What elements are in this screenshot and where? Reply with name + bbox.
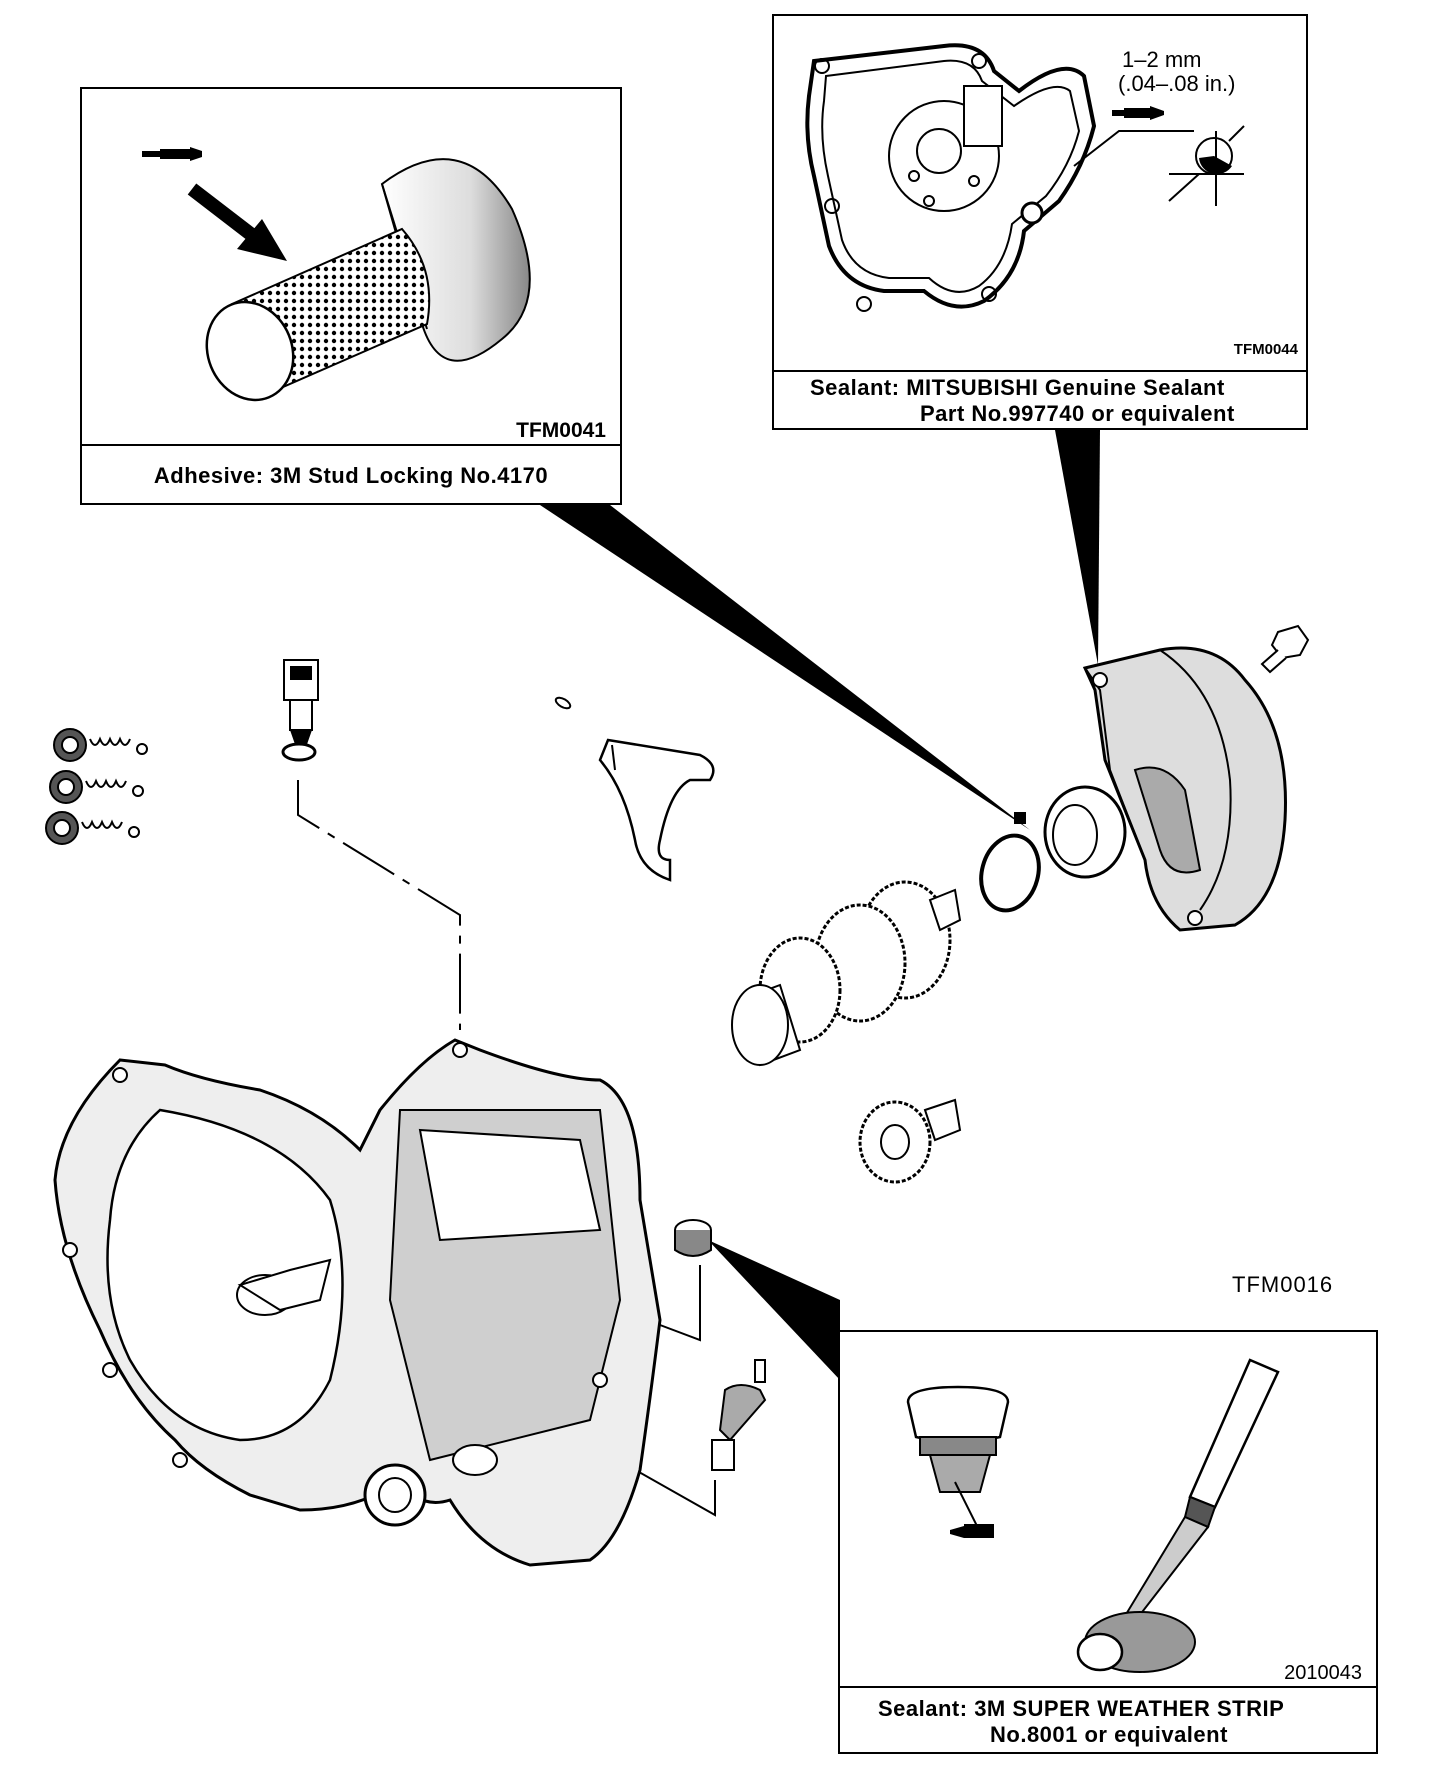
sensor-leader-line bbox=[297, 780, 461, 1030]
plug-illustration bbox=[906, 1358, 1280, 1673]
adhesive-caption-text: Adhesive: 3M Stud Locking No.4170 bbox=[153, 463, 549, 488]
adhesive-pointer bbox=[540, 505, 1030, 830]
transmission-case-part bbox=[53, 1038, 662, 1567]
filler-plug-part bbox=[674, 1219, 712, 1257]
adhesive-caption: Adhesive: 3M Stud Locking No.4170 bbox=[82, 444, 620, 503]
case-cover-part bbox=[1082, 646, 1287, 932]
snap-ring-part bbox=[979, 833, 1041, 913]
sealant-case-caption-line1: Sealant: MITSUBISHI Genuine Sealant bbox=[810, 375, 1225, 400]
bearing-retainer-part bbox=[1014, 785, 1127, 879]
sealant-plug-caption-line1: Sealant: 3M SUPER WEATHER STRIP bbox=[878, 1696, 1285, 1721]
sealant-plug-callout: 2010043 Sealant: 3M SUPER WEATHER STRIP … bbox=[838, 1330, 1378, 1754]
drive-gear-part bbox=[858, 1098, 962, 1184]
arrow-icon bbox=[187, 183, 287, 261]
gear-assembly-part bbox=[731, 880, 962, 1067]
figure-code-tfm0044: TFM0044 bbox=[1233, 341, 1298, 358]
bead-dimension-in: (.04–.08 in.) bbox=[1118, 71, 1236, 96]
case-cover-illustration bbox=[805, 43, 1245, 312]
plug-leader-line bbox=[659, 1265, 701, 1342]
stud-illustration bbox=[142, 147, 531, 402]
adhesive-callout: TFM0041 Adhesive: 3M Stud Locking No.417… bbox=[80, 87, 622, 505]
sealant-plug-pointer bbox=[708, 1240, 840, 1380]
sealant-tube-icon bbox=[1112, 106, 1164, 120]
sealant-case-pointer bbox=[1055, 430, 1100, 665]
sealant-case-caption: Sealant: MITSUBISHI Genuine Sealant Part… bbox=[774, 370, 1306, 428]
sealant-tube-icon bbox=[142, 147, 202, 161]
shift-fork-part bbox=[598, 738, 715, 882]
sealant-plug-caption: Sealant: 3M SUPER WEATHER STRIP No.8001 … bbox=[840, 1686, 1376, 1752]
sensor-part bbox=[281, 659, 319, 762]
sealant-plug-caption-line2: No.8001 or equivalent bbox=[990, 1722, 1228, 1747]
figure-code-tfm0041: TFM0041 bbox=[516, 419, 606, 442]
bead-dimension-mm: 1–2 mm bbox=[1122, 47, 1202, 72]
sealant-tube-icon bbox=[950, 1524, 994, 1538]
figure-code-2010043: 2010043 bbox=[1284, 1662, 1362, 1684]
figure-code-tfm0016: TFM0016 bbox=[1232, 1272, 1334, 1297]
sealant-case-callout: 1–2 mm (.04–.08 in.) TFM0044 Sealant: MI… bbox=[772, 14, 1308, 430]
bead-section-detail bbox=[1168, 125, 1245, 206]
sealant-case-caption-line2: Part No.997740 or equivalent bbox=[920, 401, 1235, 426]
detent-plug-set bbox=[45, 728, 148, 845]
pin-part bbox=[554, 696, 572, 710]
speedometer-gear-part bbox=[711, 1359, 767, 1471]
bolt-part bbox=[1260, 624, 1310, 674]
